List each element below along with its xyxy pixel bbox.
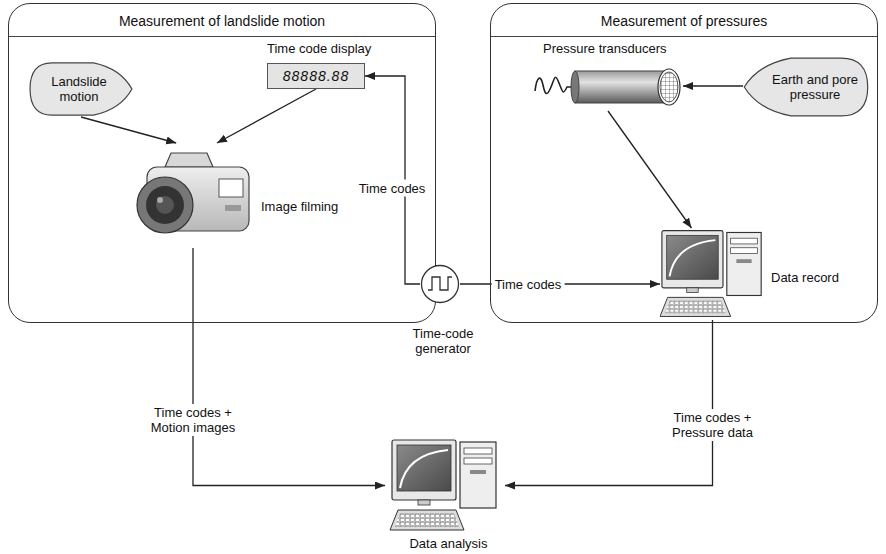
edge-label: Time codes + Motion images bbox=[141, 404, 245, 436]
camera-illustration-part bbox=[219, 179, 243, 197]
pressure-transducer-illustration-part bbox=[571, 71, 579, 103]
computer-illustration-part bbox=[395, 513, 459, 527]
computer-illustration-part bbox=[731, 238, 758, 244]
camera-illustration bbox=[133, 143, 253, 248]
pressure-transducer-illustration-part bbox=[535, 77, 575, 93]
panel-heading: Measurement of pressures bbox=[491, 4, 877, 37]
node-label: Data analysis bbox=[378, 536, 519, 551]
display-digits: 88888.88 bbox=[267, 63, 365, 89]
computer-illustration-part bbox=[470, 470, 486, 474]
cloud-shape-part bbox=[744, 58, 867, 116]
connector-arrow bbox=[81, 117, 176, 143]
pressure-transducer-illustration-part bbox=[575, 71, 667, 103]
pressure-transducer-illustration bbox=[533, 61, 683, 111]
pressure-transducer-illustration-part bbox=[658, 69, 680, 105]
source-bubble: Earth and pore pressure bbox=[743, 56, 869, 118]
computer-illustration-part bbox=[397, 445, 451, 491]
computer-illustration-part bbox=[736, 259, 751, 263]
node-label: Image filming bbox=[261, 199, 338, 214]
connector-arrow bbox=[365, 76, 420, 284]
time-code-generator-symbol-part bbox=[422, 266, 459, 303]
camera-illustration-part bbox=[146, 186, 184, 224]
node-label: Pressure transducers bbox=[543, 41, 667, 56]
computer-illustration-part bbox=[464, 458, 492, 464]
camera-illustration-part bbox=[157, 197, 163, 203]
camera-illustration-part bbox=[225, 205, 241, 211]
bubble-label: Earth and pore pressure bbox=[767, 72, 863, 102]
computer-illustration-part bbox=[662, 231, 723, 288]
computer-node: Data record bbox=[656, 226, 866, 322]
camera-illustration-part bbox=[156, 196, 174, 214]
time-code-generator-symbol-part bbox=[428, 277, 452, 290]
computer-illustration-part bbox=[665, 300, 726, 313]
connector-arrow bbox=[217, 89, 316, 143]
edge-label: Time codes bbox=[356, 180, 429, 197]
camera-node: Image filming bbox=[129, 141, 364, 251]
computer-illustration-part bbox=[400, 450, 448, 488]
node-label: Data record bbox=[771, 270, 839, 285]
computer-illustration-part bbox=[727, 232, 761, 295]
camera-illustration-part bbox=[137, 177, 193, 233]
computer-illustration-part bbox=[392, 440, 456, 500]
computer-illustration-part bbox=[731, 248, 758, 254]
computer-illustration-part bbox=[670, 240, 716, 276]
camera-illustration-part bbox=[165, 153, 213, 167]
connector-arrow bbox=[683, 85, 743, 86]
computer-illustration bbox=[660, 228, 765, 320]
node-label: Time-code generator bbox=[398, 326, 488, 356]
time-code-display: Time code display 88888.88 bbox=[263, 41, 375, 91]
region-panel: Measurement of landslide motion Landslid… bbox=[8, 3, 436, 323]
edge-label: Time codes bbox=[492, 276, 565, 293]
computer-illustration-part bbox=[390, 510, 464, 530]
panel-heading: Measurement of landslide motion bbox=[9, 4, 435, 37]
computer-illustration bbox=[385, 438, 505, 533]
connector-arrow bbox=[608, 111, 692, 228]
cloud-shape-part bbox=[30, 63, 132, 115]
time-code-generator-symbol bbox=[420, 264, 460, 304]
generator-node: Time-code generator bbox=[398, 264, 488, 359]
computer-illustration-part bbox=[660, 297, 731, 316]
computer-illustration-part bbox=[418, 500, 430, 505]
source-bubble: Landslide motion bbox=[29, 61, 133, 117]
pressure-transducer-illustration-part bbox=[660, 72, 678, 102]
computer-illustration-part bbox=[464, 448, 492, 454]
computer-node: Data analysis bbox=[378, 438, 519, 554]
connector-arrow bbox=[193, 248, 385, 486]
connector-arrow bbox=[505, 320, 713, 486]
transducer-node: Pressure transducers bbox=[513, 41, 688, 113]
edge-label: Time codes + Pressure data bbox=[661, 409, 765, 441]
bubble-label: Landslide motion bbox=[41, 74, 117, 104]
computer-illustration-part bbox=[460, 442, 496, 508]
display-caption: Time code display bbox=[267, 41, 371, 56]
computer-illustration-part bbox=[667, 235, 719, 279]
computer-illustration-part bbox=[687, 288, 698, 293]
region-panel: Measurement of pressures Earth and pore … bbox=[490, 3, 878, 323]
